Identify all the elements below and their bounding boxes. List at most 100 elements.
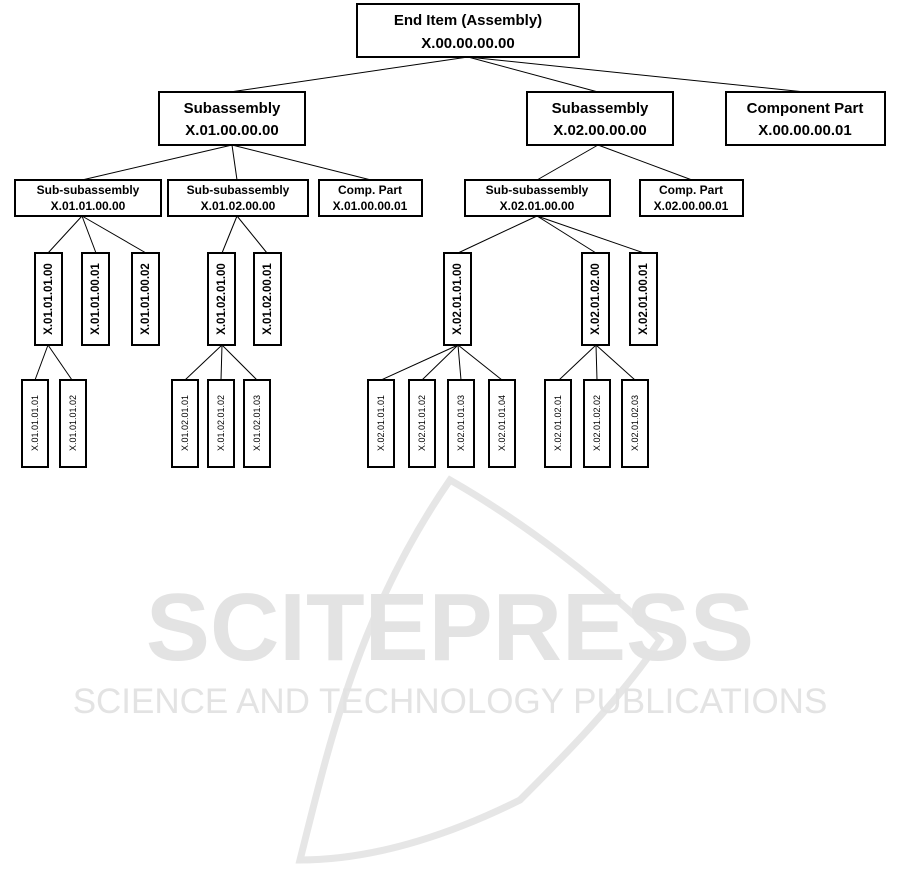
- node-title: Component Part: [747, 100, 864, 117]
- node-part-level4: X.02.01.01.03: [447, 379, 475, 468]
- node-code: X.01.02.01.01: [180, 395, 190, 451]
- node-box: [171, 379, 199, 468]
- connector: [457, 344, 503, 381]
- node-part-level4: X.01.02.01.03: [243, 379, 271, 468]
- connector: [34, 344, 49, 381]
- node-title: End Item (Assembly): [394, 12, 542, 29]
- connector: [595, 344, 598, 381]
- node-code: X.02.01.02.03: [630, 395, 640, 451]
- node-code: X.02.00.00.00: [553, 122, 646, 139]
- node-code: X.00.00.00.01: [758, 122, 851, 139]
- node-code: X.01.01.01.00: [43, 263, 55, 335]
- connector: [231, 144, 372, 181]
- node-box: [639, 179, 744, 217]
- connector: [231, 144, 238, 181]
- watermark: SCITEPRESS SCIENCE AND TECHNOLOGY PUBLIC…: [73, 475, 828, 864]
- node-box: [21, 379, 49, 468]
- node-title: Sub-subassembly: [187, 183, 290, 197]
- connector: [47, 344, 73, 381]
- connector: [81, 215, 147, 254]
- connector: [221, 215, 238, 254]
- node-box: [356, 3, 580, 58]
- connector: [81, 144, 233, 181]
- connector: [184, 344, 223, 381]
- node-part-level4: X.02.01.02.02: [583, 379, 611, 468]
- connector: [536, 215, 597, 254]
- node-box: [583, 379, 611, 468]
- node-title: Comp. Part: [338, 183, 402, 197]
- connector: [536, 144, 599, 181]
- connector: [597, 144, 693, 181]
- node-part-level4: X.01.02.01.02: [207, 379, 235, 468]
- node-box: [488, 379, 516, 468]
- connector: [536, 215, 645, 254]
- node-part-level3: X.01.02.01.00: [207, 252, 236, 346]
- node-part-level3: X.01.02.00.01: [253, 252, 282, 346]
- watermark-logo-shape: [295, 475, 665, 864]
- node-part-level3: X.02.01.01.00: [443, 252, 472, 346]
- connector: [221, 344, 258, 381]
- node-part-level4: X.01.02.01.01: [171, 379, 199, 468]
- connector: [380, 344, 459, 381]
- node-code: X.01.00.00.01: [333, 199, 408, 213]
- node-component-part: Component Part X.00.00.00.01: [725, 91, 886, 146]
- node-box: [207, 252, 236, 346]
- node-box: [318, 179, 423, 217]
- node-comp-part-02: Comp. Part X.02.00.00.01: [639, 179, 744, 217]
- node-sub-subassembly-0201: Sub-subassembly X.02.01.00.00: [464, 179, 611, 217]
- connector: [595, 344, 636, 381]
- connector: [81, 215, 97, 254]
- node-code: X.02.01.01.04: [497, 395, 507, 451]
- node-code: X.02.01.02.02: [592, 395, 602, 451]
- node-box: [367, 379, 395, 468]
- node-part-level4: X.01.01.01.02: [59, 379, 87, 468]
- connector: [558, 344, 597, 381]
- node-code: X.02.01.01.00: [452, 263, 464, 335]
- node-box: [253, 252, 282, 346]
- node-box: [443, 252, 472, 346]
- node-box: [81, 252, 110, 346]
- node-code: X.01.01.01.02: [68, 395, 78, 451]
- node-box: [621, 379, 649, 468]
- node-part-level3: X.02.01.00.01: [629, 252, 658, 346]
- node-comp-part-01: Comp. Part X.01.00.00.01: [318, 179, 423, 217]
- node-code: X.02.01.01.03: [456, 395, 466, 451]
- node-code: X.02.00.00.01: [654, 199, 729, 213]
- node-box: [59, 379, 87, 468]
- node-code: X.01.01.01.01: [30, 395, 40, 451]
- node-code: X.02.01.02.00: [590, 263, 602, 335]
- node-code: X.02.01.01.01: [376, 395, 386, 451]
- node-part-level4: X.02.01.02.03: [621, 379, 649, 468]
- connector: [421, 344, 459, 381]
- node-subassembly-02: Subassembly X.02.00.00.00: [526, 91, 674, 146]
- node-box: [131, 252, 160, 346]
- node-box: [34, 252, 63, 346]
- node-code: X.02.01.01.02: [417, 395, 427, 451]
- node-box: [464, 179, 611, 217]
- node-part-level4: X.02.01.01.01: [367, 379, 395, 468]
- node-box: [581, 252, 610, 346]
- node-title: Comp. Part: [659, 183, 723, 197]
- node-code: X.01.01.00.02: [140, 263, 152, 335]
- connector: [47, 215, 83, 254]
- node-part-level4: X.01.01.01.01: [21, 379, 49, 468]
- node-box: [447, 379, 475, 468]
- watermark-brand: SCITEPRESS: [146, 574, 754, 681]
- node-part-level3: X.01.01.01.00: [34, 252, 63, 346]
- node-box: [207, 379, 235, 468]
- node-code: X.00.00.00.00: [421, 35, 514, 52]
- connector: [236, 215, 268, 254]
- watermark-tagline: SCIENCE AND TECHNOLOGY PUBLICATIONS: [73, 682, 828, 721]
- node-code: X.01.01.00.00: [51, 199, 126, 213]
- node-code: X.02.01.02.01: [553, 395, 563, 451]
- node-part-level4: X.02.01.02.01: [544, 379, 572, 468]
- node-part-level3: X.01.01.00.02: [131, 252, 160, 346]
- node-part-level4: X.02.01.01.02: [408, 379, 436, 468]
- node-subassembly-01: Subassembly X.01.00.00.00: [158, 91, 306, 146]
- node-box: [544, 379, 572, 468]
- node-code: X.01.02.01.03: [252, 395, 262, 451]
- node-box: [629, 252, 658, 346]
- node-code: X.02.01.00.00: [500, 199, 575, 213]
- node-title: Sub-subassembly: [486, 183, 589, 197]
- node-code: X.01.02.01.00: [216, 263, 228, 335]
